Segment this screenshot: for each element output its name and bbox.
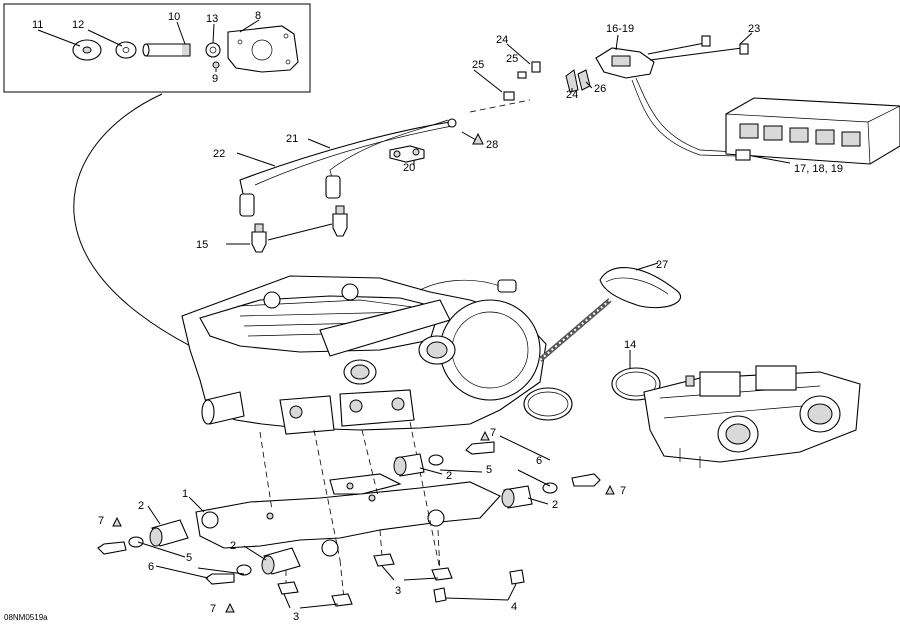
callout-2-left: 2 <box>138 500 144 512</box>
part-8-plate <box>227 25 299 73</box>
callout-9: 9 <box>212 73 218 85</box>
callout-17-18-19: 17, 18, 19 <box>794 163 843 175</box>
callout-3-right: 3 <box>395 585 401 597</box>
callout-10: 10 <box>168 11 180 23</box>
part-9-screw <box>212 61 220 69</box>
callout-3-left: 3 <box>293 611 299 623</box>
electronic-module-17-19 <box>725 97 900 165</box>
callout-16-19: 16-19 <box>606 23 634 35</box>
engine-block <box>181 275 547 435</box>
callout-26: 26 <box>594 83 606 95</box>
part-20-clip <box>389 145 425 163</box>
ignition-wire-harness <box>239 118 457 217</box>
callout-7-left: 7 <box>98 515 104 527</box>
callout-25-left: 25 <box>472 59 484 71</box>
callout-20: 20 <box>403 162 415 174</box>
spark-plugs-15 <box>251 205 348 253</box>
callout-24-bottom: 24 <box>566 89 578 101</box>
hardware-24-25-26 <box>469 61 591 113</box>
callout-11: 11 <box>32 19 43 31</box>
callout-12: 12 <box>72 19 84 31</box>
callout-6-left: 6 <box>148 561 154 573</box>
document-code: 08NM0519a <box>4 613 48 622</box>
callout-4: 4 <box>511 601 517 613</box>
part-1-mount-plate <box>195 473 501 557</box>
callout-25-top: 25 <box>506 53 518 65</box>
spark-plug-cap-right <box>325 175 341 199</box>
callout-6-right: 6 <box>536 455 542 467</box>
callout-2-mid: 2 <box>446 470 452 482</box>
callout-2-right: 2 <box>552 499 558 511</box>
callout-5-left: 5 <box>186 552 192 564</box>
leader-lines <box>137 32 791 609</box>
callout-23: 23 <box>748 23 760 35</box>
callout-15: 15 <box>196 239 208 251</box>
callout-7-right: 7 <box>620 485 626 497</box>
callout-labels: 11 12 10 13 8 9 24 25 25 24 26 16-19 23 … <box>32 10 843 623</box>
callout-27: 27 <box>656 259 668 271</box>
part-13-nut <box>205 42 221 58</box>
part-27-primer-cable <box>538 267 682 362</box>
callout-7-bottom: 7 <box>210 603 216 615</box>
callout-13: 13 <box>206 13 218 25</box>
part-14-clamps <box>523 350 661 421</box>
spark-plug-cap-left <box>239 193 255 217</box>
callout-21: 21 <box>286 133 298 145</box>
part-10-sleeve <box>145 43 187 57</box>
callout-28: 28 <box>486 139 498 151</box>
callout-14: 14 <box>624 339 636 351</box>
inset-detail-box <box>3 3 311 93</box>
fastener-hardware <box>97 441 601 607</box>
callout-5-right: 5 <box>486 464 492 476</box>
callout-1: 1 <box>182 488 188 500</box>
part-28-marker <box>472 132 484 145</box>
part-7-markers <box>112 430 615 613</box>
callout-2-lower: 2 <box>230 540 236 552</box>
carburetor-assembly <box>643 365 861 468</box>
part-2-rubber-mounts <box>149 453 533 575</box>
coil-assembly-16-19 <box>595 35 749 157</box>
callout-7-upper: 7 <box>490 427 496 439</box>
callout-24-top: 24 <box>496 34 508 46</box>
callout-22: 22 <box>213 148 225 160</box>
callout-8: 8 <box>255 10 261 22</box>
